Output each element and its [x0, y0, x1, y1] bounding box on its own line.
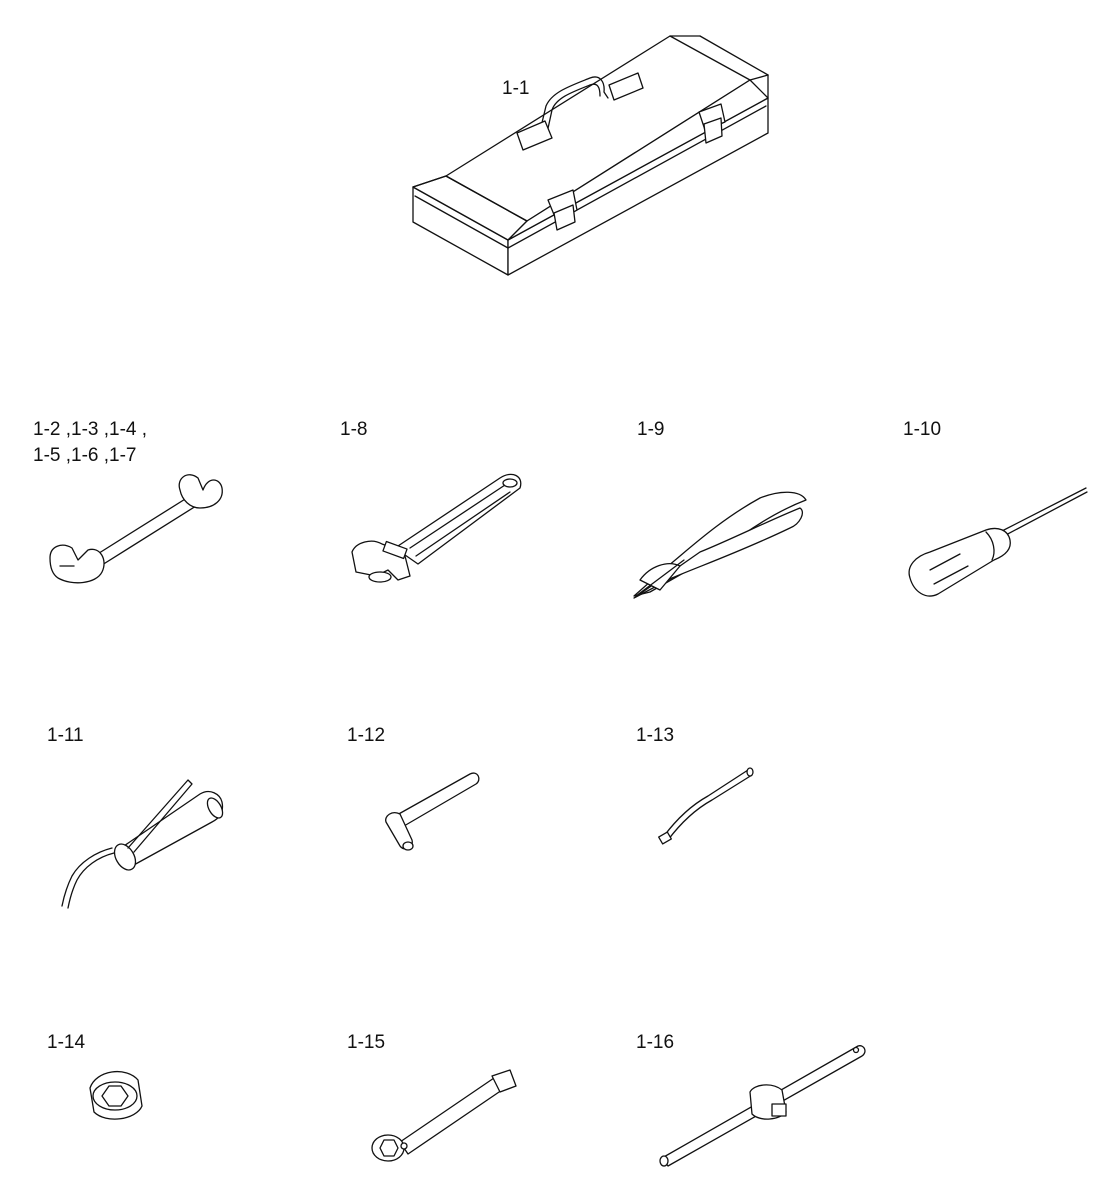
t-handle-wrench-drawing [660, 1046, 865, 1166]
label-1-5-to-1-7: 1-5 ,1-6 ,1-7 [33, 445, 137, 466]
socket-drawing [90, 1072, 142, 1120]
tube-drawing [659, 768, 753, 844]
grease-gun-drawing [62, 780, 226, 908]
label-1-11: 1-11 [47, 725, 84, 746]
adjustable-wrench-drawing [352, 474, 521, 582]
screwdriver-drawing [909, 488, 1087, 596]
label-1-2-to-1-4: 1-2 ,1-3 ,1-4 , [33, 419, 148, 440]
pliers-drawing [634, 492, 806, 598]
label-1-10: 1-10 [903, 419, 942, 440]
hex-key-drawing [386, 773, 479, 850]
label-1-8: 1-8 [340, 419, 368, 440]
label-1-13: 1-13 [636, 725, 675, 746]
label-1-12: 1-12 [347, 725, 386, 746]
label-1-15: 1-15 [347, 1032, 386, 1053]
label-1-14: 1-14 [47, 1032, 86, 1053]
label-1-16: 1-16 [636, 1032, 675, 1053]
open-end-wrench-drawing [50, 475, 222, 583]
label-1-1: 1-1 [502, 78, 530, 99]
box-wrench-drawing [372, 1070, 516, 1161]
label-1-9: 1-9 [637, 419, 665, 440]
toolbox-drawing [413, 36, 768, 275]
